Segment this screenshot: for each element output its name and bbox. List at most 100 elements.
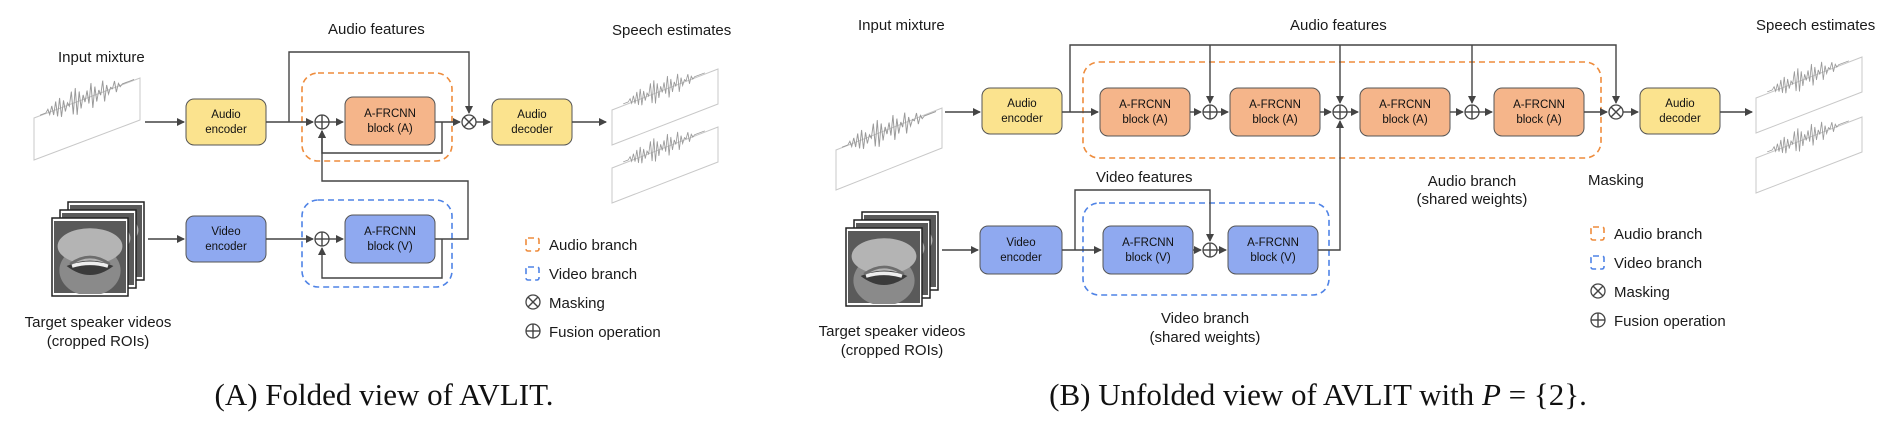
svg-text:Video: Video bbox=[1006, 237, 1035, 249]
frcnn-block-audio-a: A-FRCNN block (A) bbox=[344, 96, 436, 146]
svg-text:block (V): block (V) bbox=[1125, 252, 1171, 264]
svg-text:A-FRCNN: A-FRCNN bbox=[1513, 99, 1565, 111]
video-label-a-2: (cropped ROIs) bbox=[47, 333, 150, 350]
masking-op-b bbox=[1608, 104, 1624, 120]
svg-text:encoder: encoder bbox=[1001, 113, 1043, 125]
svg-text:Audio: Audio bbox=[1665, 98, 1694, 110]
video-branch-label-b-1: Video branch bbox=[1161, 310, 1249, 327]
svg-text:A-FRCNN: A-FRCNN bbox=[1119, 99, 1171, 111]
legend-masking-a: Masking bbox=[549, 295, 605, 312]
svg-text:A-FRCNN: A-FRCNN bbox=[364, 226, 416, 238]
fusion-op-video-a bbox=[314, 231, 330, 247]
legend-fusion-icon-a bbox=[525, 323, 541, 339]
video-branch-label-b-2: (shared weights) bbox=[1150, 329, 1261, 346]
video-encoder-b: Video encoder bbox=[979, 225, 1063, 275]
legend-fusion-icon-b bbox=[1590, 312, 1606, 328]
video-frames-a bbox=[51, 201, 185, 297]
video-frames-b bbox=[845, 211, 979, 307]
svg-text:A-FRCNN: A-FRCNN bbox=[1249, 99, 1301, 111]
legend-b: Audio branch Video branch Masking Fusion… bbox=[1590, 226, 1726, 330]
svg-text:Video: Video bbox=[211, 226, 240, 238]
svg-text:encoder: encoder bbox=[205, 241, 247, 253]
legend-masking-icon-a bbox=[525, 294, 541, 310]
svg-text:block (A): block (A) bbox=[1516, 114, 1562, 126]
fusion-op-b-1 bbox=[1202, 104, 1218, 120]
svg-text:block (A): block (A) bbox=[1122, 114, 1168, 126]
frcnn-block-video-b-1: A-FRCNN block (V) bbox=[1102, 225, 1194, 275]
svg-text:A-FRCNN: A-FRCNN bbox=[1247, 237, 1299, 249]
audio-encoder-a: Audio encoder bbox=[185, 98, 267, 146]
svg-text:encoder: encoder bbox=[205, 124, 247, 136]
video-encoder-a: Video encoder bbox=[185, 215, 267, 263]
legend-fusion-a: Fusion operation bbox=[549, 324, 661, 341]
caption-b: (B) Unfolded view of AVLIT with P = {2}. bbox=[1049, 377, 1587, 412]
video-label-a-1: Target speaker videos bbox=[25, 314, 172, 331]
frcnn-block-audio-b-2: A-FRCNN block (A) bbox=[1229, 87, 1321, 137]
svg-text:Audio: Audio bbox=[1007, 98, 1036, 110]
output-waveform-b-2 bbox=[1755, 108, 1863, 194]
frcnn-block-audio-b-3: A-FRCNN block (A) bbox=[1359, 87, 1451, 137]
legend-masking-b: Masking bbox=[1614, 284, 1670, 301]
svg-text:decoder: decoder bbox=[511, 124, 553, 136]
caption-a: (A) Folded view of AVLIT. bbox=[215, 377, 554, 412]
connections-b bbox=[945, 44, 1753, 254]
output-waveform-b-1 bbox=[1755, 48, 1863, 134]
svg-text:block (A): block (A) bbox=[367, 123, 413, 135]
frcnn-block-audio-b-1: A-FRCNN block (A) bbox=[1099, 87, 1191, 137]
input-waveform-a bbox=[33, 65, 141, 161]
panel-a: Input mixture Audio features Speech esti… bbox=[25, 21, 732, 412]
fusion-op-b-3 bbox=[1464, 104, 1480, 120]
svg-text:A-FRCNN: A-FRCNN bbox=[1122, 237, 1174, 249]
svg-text:block (V): block (V) bbox=[1250, 252, 1296, 264]
masking-op-a bbox=[461, 114, 477, 130]
legend-audio-swatch-b bbox=[1590, 226, 1605, 241]
legend-fusion-b: Fusion operation bbox=[1614, 313, 1726, 330]
fusion-op-video-b bbox=[1202, 242, 1218, 258]
video-label-b-1: Target speaker videos bbox=[819, 323, 966, 340]
legend-video-branch-a: Video branch bbox=[549, 266, 637, 283]
audio-decoder-a: Audio decoder bbox=[491, 98, 573, 146]
panel-b: Input mixture Audio features Speech esti… bbox=[819, 17, 1876, 412]
connections-a bbox=[145, 51, 607, 279]
svg-text:A-FRCNN: A-FRCNN bbox=[1379, 99, 1431, 111]
legend-a: Audio branch Video branch Masking Fusion… bbox=[525, 237, 661, 341]
legend-video-swatch-b bbox=[1590, 255, 1605, 270]
legend-audio-branch-a: Audio branch bbox=[549, 237, 637, 254]
speech-estimates-label-b: Speech estimates bbox=[1756, 17, 1875, 34]
input-mixture-label-a: Input mixture bbox=[58, 49, 145, 66]
svg-text:Audio: Audio bbox=[211, 109, 240, 121]
input-waveform-b bbox=[835, 97, 943, 191]
svg-text:encoder: encoder bbox=[1000, 252, 1042, 264]
legend-video-swatch-a bbox=[525, 266, 540, 281]
legend-audio-branch-b: Audio branch bbox=[1614, 226, 1702, 243]
audio-features-label-b: Audio features bbox=[1290, 17, 1387, 34]
legend-audio-swatch-a bbox=[525, 237, 540, 252]
svg-text:block (V): block (V) bbox=[367, 241, 413, 253]
fusion-op-b-2 bbox=[1332, 104, 1348, 120]
video-label-b-2: (cropped ROIs) bbox=[841, 342, 944, 359]
frcnn-block-audio-b-4: A-FRCNN block (A) bbox=[1493, 87, 1585, 137]
svg-text:decoder: decoder bbox=[1659, 113, 1701, 125]
masking-label-b: Masking bbox=[1588, 172, 1644, 189]
legend-masking-icon-b bbox=[1590, 283, 1606, 299]
output-waveform-a-2 bbox=[611, 118, 719, 204]
video-features-label-b: Video features bbox=[1096, 169, 1192, 186]
input-mixture-label-b: Input mixture bbox=[858, 17, 945, 34]
video-branch-region-b bbox=[1082, 202, 1330, 296]
video-branch-region-a bbox=[301, 199, 453, 288]
audio-branch-label-b-2: (shared weights) bbox=[1417, 191, 1528, 208]
svg-text:block (A): block (A) bbox=[1382, 114, 1428, 126]
audio-decoder-b: Audio decoder bbox=[1639, 87, 1721, 135]
svg-text:A-FRCNN: A-FRCNN bbox=[364, 108, 416, 120]
audio-encoder-b: Audio encoder bbox=[981, 87, 1063, 135]
svg-text:Audio: Audio bbox=[517, 109, 546, 121]
output-waveform-a-1 bbox=[611, 60, 719, 146]
audio-features-label-a: Audio features bbox=[328, 21, 425, 38]
speech-estimates-label-a: Speech estimates bbox=[612, 22, 731, 39]
audio-branch-label-b-1: Audio branch bbox=[1428, 173, 1516, 190]
audio-branch-region-a bbox=[301, 72, 453, 162]
fusion-op-audio-a bbox=[314, 114, 330, 130]
svg-text:block (A): block (A) bbox=[1252, 114, 1298, 126]
legend-video-branch-b: Video branch bbox=[1614, 255, 1702, 272]
